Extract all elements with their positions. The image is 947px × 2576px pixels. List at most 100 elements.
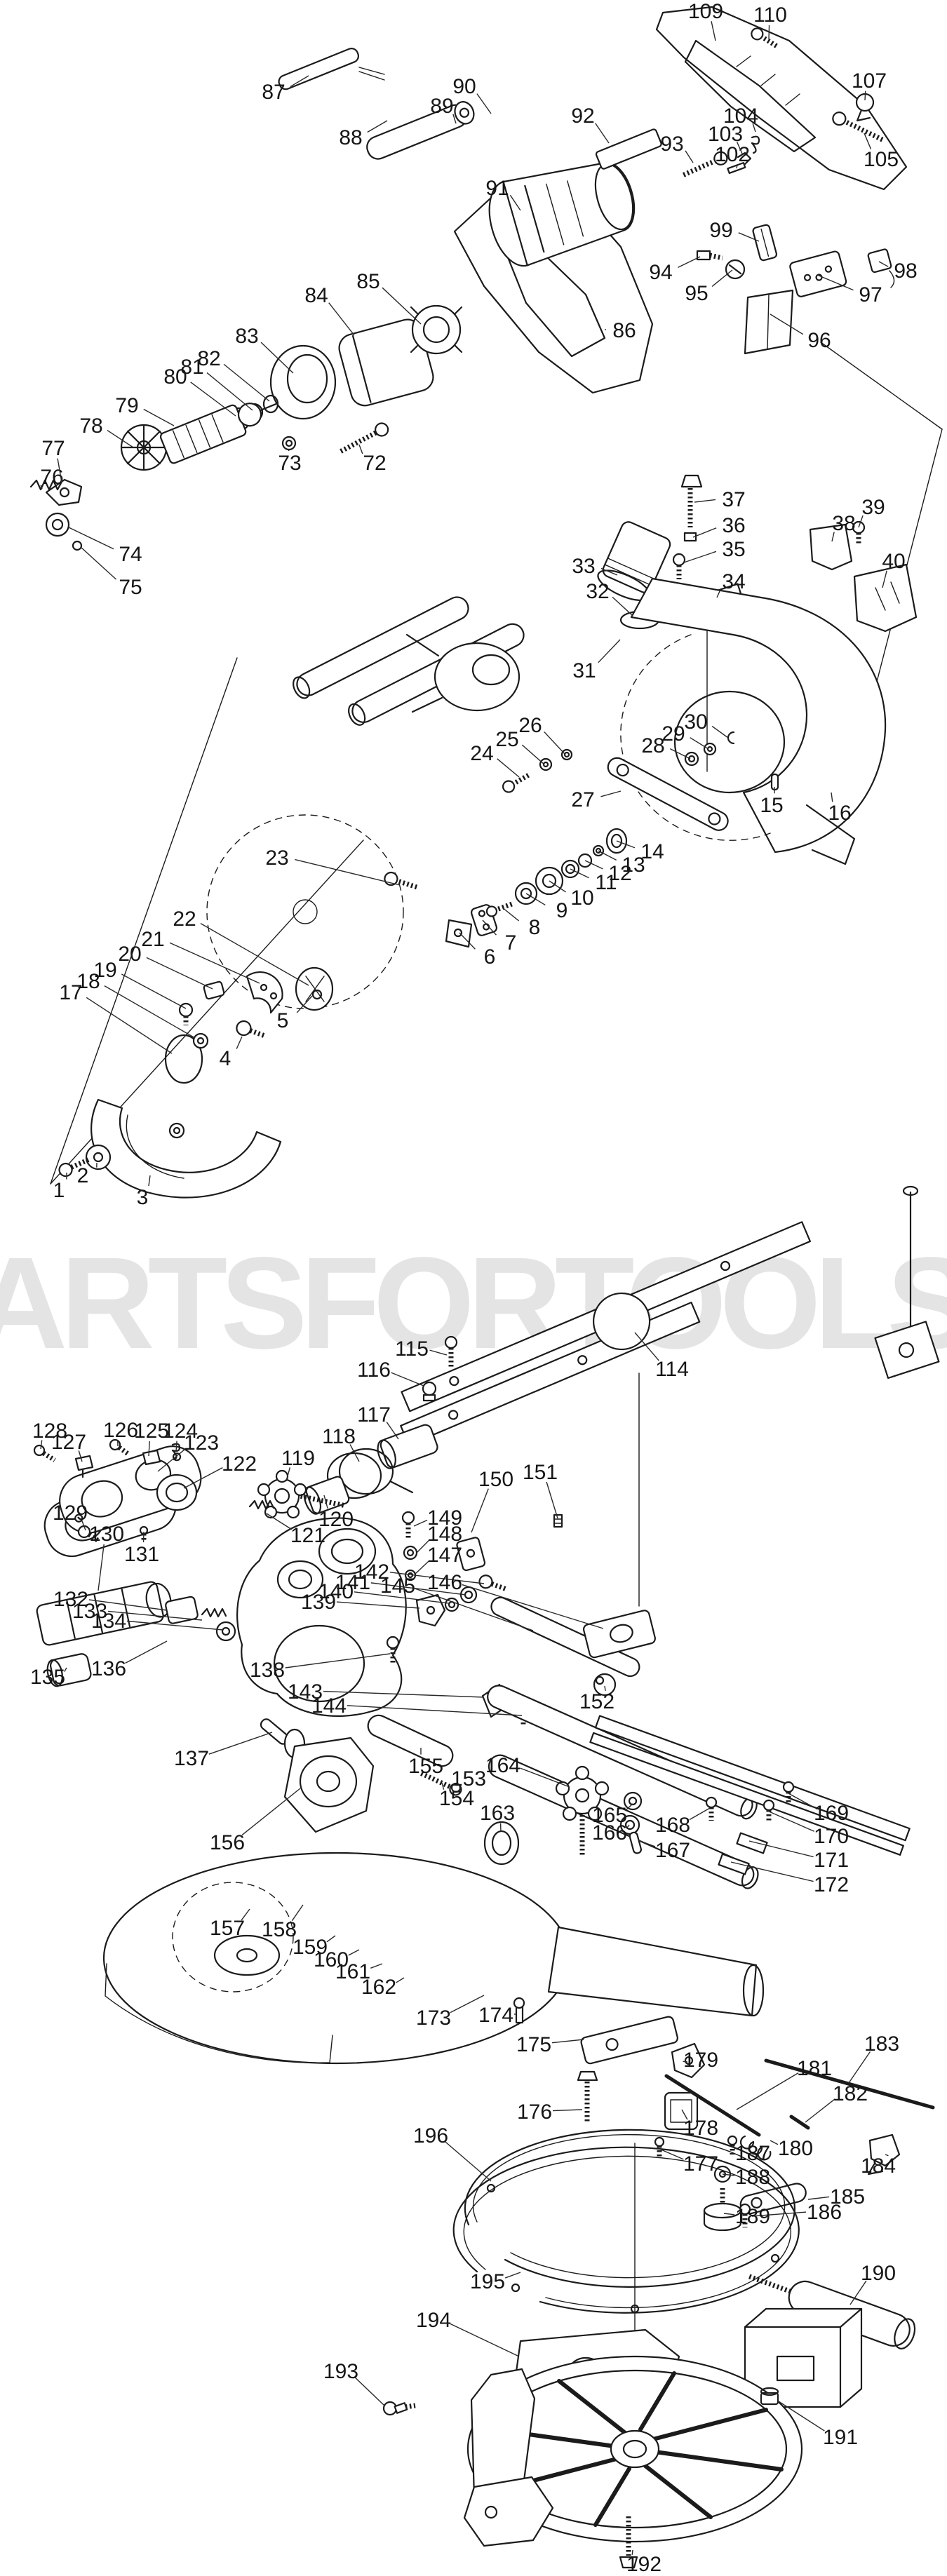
leader-line-17 (86, 997, 173, 1054)
part-label-30: 30 (684, 710, 707, 734)
part-label-27: 27 (571, 788, 594, 811)
leader-line-23 (295, 858, 401, 886)
leader-line-139 (336, 1601, 420, 1609)
turn-base (102, 1852, 765, 2122)
part-label-37: 37 (722, 488, 745, 511)
leader-line-193 (354, 2377, 385, 2406)
part-label-157: 157 (210, 1917, 245, 1940)
leader-line-84 (328, 302, 355, 336)
leader-line-72 (358, 444, 363, 454)
leader-line-20 (146, 957, 213, 990)
leader-line-182 (805, 2098, 835, 2123)
part-label-4: 4 (220, 1047, 231, 1070)
part-label-2: 2 (77, 1164, 89, 1187)
part-label-90: 90 (452, 75, 476, 98)
leader-line-107 (864, 90, 866, 101)
leader-line-169 (786, 1792, 815, 1809)
leader-line-186 (751, 2211, 807, 2217)
part-label-126: 126 (103, 1419, 138, 1442)
leader-line-30 (711, 725, 729, 739)
leader-line-97 (817, 274, 854, 291)
leader-line-160 (348, 1949, 360, 1956)
leader-line-118 (349, 1444, 360, 1462)
part-label-187: 187 (735, 2142, 770, 2165)
leader-line-39 (858, 515, 864, 528)
part-label-5: 5 (277, 1009, 289, 1032)
part-label-78: 78 (79, 414, 102, 438)
leader-line-176 (552, 2109, 583, 2112)
part-label-105: 105 (864, 148, 899, 171)
part-label-107: 107 (852, 69, 887, 93)
leader-line-120 (323, 1495, 328, 1509)
part-label-95: 95 (685, 282, 708, 305)
part-label-74: 74 (119, 543, 142, 566)
leader-line-135 (64, 1667, 67, 1672)
leader-line-92 (595, 123, 610, 144)
part-label-22: 22 (173, 908, 196, 931)
leader-line-183 (848, 2051, 871, 2084)
leader-line-36 (692, 527, 717, 538)
leader-line-11 (570, 868, 589, 879)
leader-line-89 (452, 114, 457, 124)
part-label-176: 176 (517, 2100, 552, 2124)
part-label-153: 153 (451, 1767, 486, 1791)
part-label-123: 123 (184, 1431, 219, 1455)
blade-guard-cover (58, 1098, 282, 1199)
part-label-168: 168 (655, 1814, 690, 1837)
part-label-115: 115 (395, 1337, 429, 1361)
part-label-76: 76 (40, 466, 63, 489)
guide-fence-assembly (400, 1185, 940, 1607)
leader-line-85 (382, 287, 422, 325)
leader-line-166 (626, 1824, 630, 1829)
part-label-139: 139 (301, 1591, 336, 1614)
leader-line-151 (546, 1481, 558, 1519)
leader-line-12 (584, 860, 603, 870)
part-label-154: 154 (439, 1787, 474, 1810)
part-label-94: 94 (649, 261, 672, 284)
leader-line-138 (285, 1653, 391, 1668)
watermark-text: ARTSFORTOOLS.C (0, 1231, 947, 1376)
leader-line-13 (598, 850, 617, 861)
part-label-156: 156 (210, 1831, 245, 1854)
part-label-188: 188 (735, 2166, 770, 2189)
part-label-186: 186 (807, 2201, 842, 2224)
part-label-181: 181 (797, 2057, 832, 2080)
leader-line-188 (722, 2173, 735, 2176)
leader-line-157 (241, 1908, 250, 1921)
part-label-110: 110 (753, 4, 787, 27)
leader-line-189 (723, 2213, 735, 2216)
arbor-flange-chain (164, 828, 628, 1084)
leader-line-18 (104, 985, 196, 1039)
part-label-91: 91 (485, 177, 509, 200)
part-label-141: 141 (335, 1571, 370, 1594)
part-label-152: 152 (579, 1690, 614, 1713)
leader-line-26 (544, 731, 566, 755)
part-label-140: 140 (318, 1580, 354, 1603)
leader-line-10 (549, 880, 567, 893)
part-label-158: 158 (262, 1918, 297, 1941)
part-label-24: 24 (470, 742, 493, 765)
part-label-114: 114 (655, 1358, 689, 1381)
motor-field-and-brushes (226, 304, 463, 432)
leader-line-140 (354, 1591, 450, 1604)
leader-line-91 (509, 194, 521, 211)
part-label-196: 196 (413, 2124, 448, 2147)
armature-assembly (29, 403, 389, 551)
part-label-138: 138 (250, 1659, 285, 1682)
leader-line-196 (445, 2141, 492, 2182)
part-label-16: 16 (828, 802, 851, 825)
leader-line-153 (453, 1783, 458, 1786)
leader-line-9 (525, 893, 546, 906)
part-label-18: 18 (76, 970, 100, 993)
leader-line-38 (831, 532, 835, 542)
part-label-171: 171 (814, 1849, 849, 1872)
leader-line-7 (482, 919, 497, 936)
part-label-149: 149 (427, 1506, 462, 1530)
part-label-122: 122 (222, 1452, 257, 1476)
part-label-88: 88 (339, 126, 362, 149)
part-label-165: 165 (592, 1804, 627, 1827)
leader-line-142 (389, 1572, 485, 1584)
leader-line-22 (200, 923, 309, 986)
leader-line-146 (462, 1584, 604, 1629)
leader-line-171 (748, 1840, 814, 1858)
